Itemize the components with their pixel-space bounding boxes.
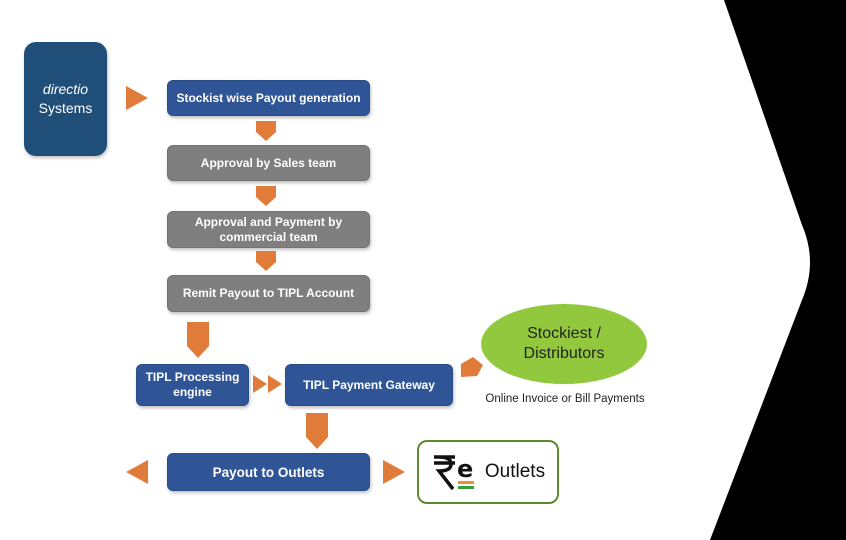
step-label: Remit Payout to TIPL Account [182,286,355,300]
arrow-down-icon [256,251,276,271]
directio-systems-box: directio Systems [24,42,107,156]
arrow-up-right-icon [461,357,483,377]
payment-gateway-label: TIPL Payment Gateway [303,377,435,392]
svg-text:e: e [457,455,473,483]
payout-to-outlets: Payout to Outlets [167,453,370,491]
step-approval-commercial: Approval and Payment by commercial team [167,211,370,248]
arrow-down-icon [256,121,276,141]
systems-label: Systems [38,100,93,116]
tipl-payment-gateway: TIPL Payment Gateway [285,364,453,406]
arrow-right-icon [126,86,148,110]
arrow-right-icon [383,460,405,484]
payout-label: Payout to Outlets [212,464,325,480]
arrow-left-icon [126,460,148,484]
processing-engine-line2: engine [173,385,212,399]
outlets-logo-box: e Outlets [417,440,559,504]
stockiest-line1: Stockiest / [527,325,601,342]
processing-engine-line1: TIPL Processing [145,370,240,384]
rupee-e-logo-icon: e [433,455,474,491]
step-label: Approval by Sales team [200,155,337,170]
stockiest-line2: Distributors [523,345,605,362]
arrow-down-icon [187,322,209,358]
step-payout-generation: Stockist wise Payout generation [167,80,370,116]
step-label: Stockist wise Payout generation [176,90,361,105]
step-remit-payout: Remit Payout to TIPL Account [167,275,370,312]
outlets-logo-label: Outlets [484,461,546,482]
step-approval-sales: Approval by Sales team [167,145,370,181]
step-label: Approval and Payment by commercial team [194,214,343,244]
arrow-down-icon [306,413,328,449]
arrow-down-icon [256,186,276,206]
double-arrow-right-icon [253,375,282,393]
stockiest-distributors-ellipse: Stockiest / Distributors [481,304,647,384]
stockiest-caption: Online Invoice or Bill Payments [485,393,645,405]
tipl-processing-engine: TIPL Processing engine [136,364,249,406]
directio-label: directio [42,81,89,97]
